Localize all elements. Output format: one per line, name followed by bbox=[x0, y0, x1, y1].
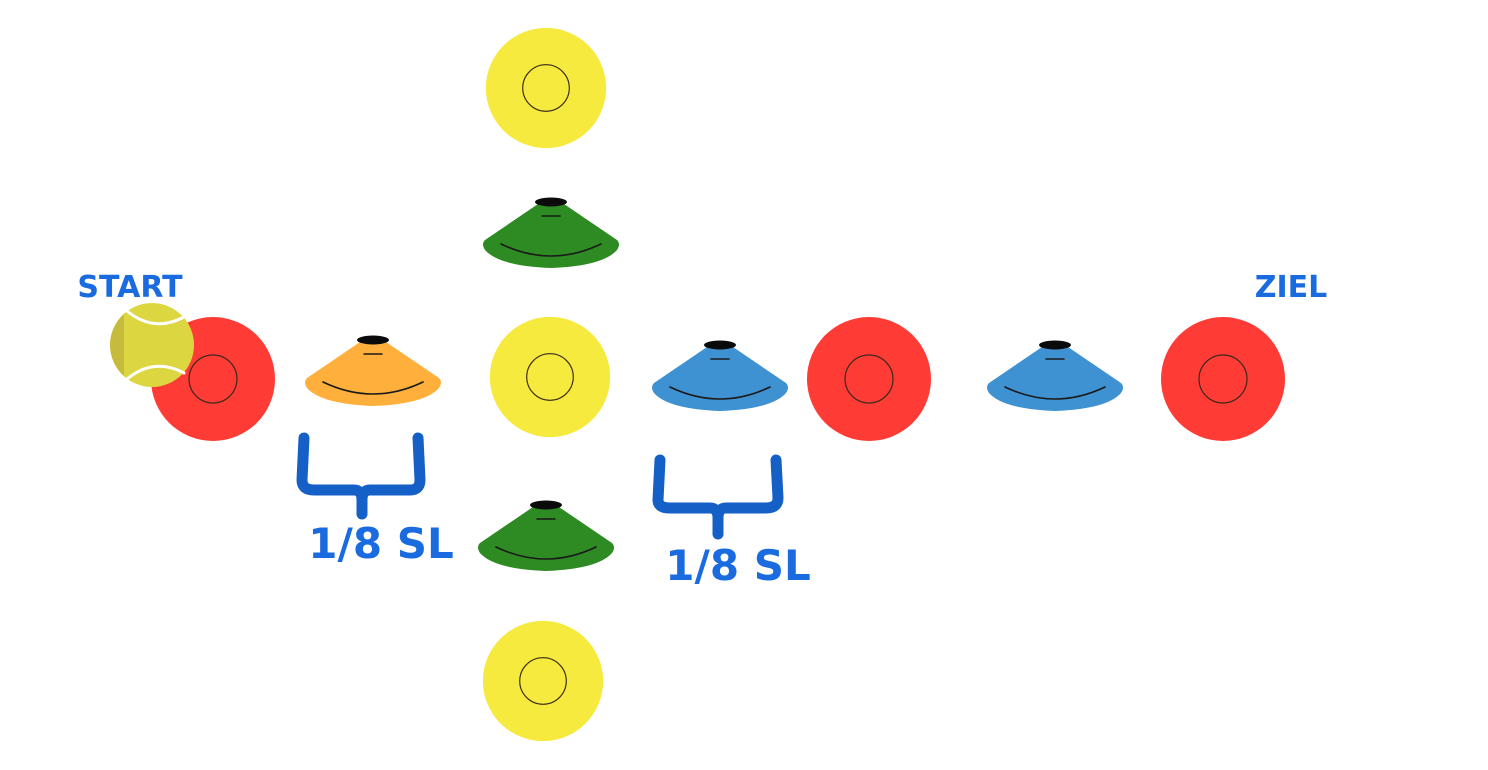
yellow-disc-marker-icon bbox=[485, 27, 607, 149]
red-disc-marker-icon bbox=[806, 316, 932, 442]
flat-cone-icon bbox=[986, 339, 1124, 412]
flat-cone-icon bbox=[304, 334, 442, 407]
distance-label: 1/8 SL bbox=[665, 541, 810, 590]
start-label: START bbox=[77, 270, 183, 305]
flat-cone-icon bbox=[651, 339, 789, 412]
finish-label: ZIEL bbox=[1255, 270, 1328, 305]
distance-bracket-icon bbox=[652, 454, 784, 540]
distance-bracket-icon bbox=[296, 432, 426, 520]
red-disc-marker-icon bbox=[1160, 316, 1286, 442]
distance-label: 1/8 SL bbox=[308, 519, 453, 568]
yellow-disc-marker-icon bbox=[489, 316, 611, 438]
tennis-ball-icon bbox=[110, 303, 194, 387]
flat-cone-icon bbox=[482, 196, 620, 269]
yellow-disc-marker-icon bbox=[482, 620, 604, 742]
flat-cone-icon bbox=[477, 499, 615, 572]
